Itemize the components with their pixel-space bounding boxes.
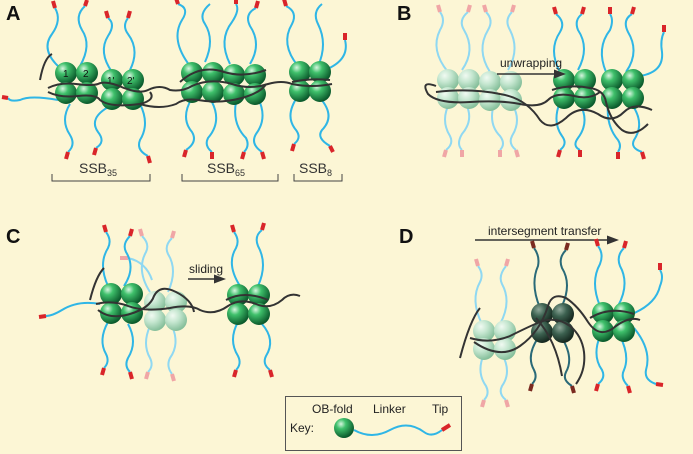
subunit-number-2-prime: 2' (127, 76, 135, 87)
key-box: Key: OB-fold Linker Tip (285, 396, 462, 451)
panel-a-linkers (1, 0, 347, 164)
sliding-label: sliding (189, 262, 223, 276)
panel-b-dna (424, 83, 653, 134)
panel-b-letter: B (397, 3, 411, 25)
subunit-number-2: 2 (83, 69, 89, 80)
subunit-number-1: 1 (63, 69, 69, 80)
panel-d-linkers-pale (474, 258, 510, 408)
mode-label-ssb35: SSB35 (79, 160, 117, 178)
panel-c-linkers (38, 222, 274, 380)
key-label-tip: Tip (432, 402, 449, 416)
panel-d-linkers-dark (528, 240, 576, 394)
panel-b-unwrapping-arrow (497, 69, 566, 79)
key-ob-fold-icon (334, 418, 354, 438)
panel-d-intersegment-arrow (475, 235, 619, 245)
panel-c-letter: C (6, 226, 20, 248)
intersegment-transfer-label: intersegment transfer (488, 224, 601, 238)
panel-c-linkers-pale (120, 228, 177, 382)
panel-c-dna (89, 267, 301, 318)
unwrapping-label: unwrapping (500, 56, 562, 70)
panel-b-linkers-pale (435, 4, 520, 158)
mode-brackets (51, 174, 343, 182)
panel-c-sliding-arrow (188, 274, 226, 284)
panel-b-ob-folds-pale (437, 69, 522, 111)
panel-a-letter: A (6, 3, 20, 25)
mode-label-ssb8: SSB8 (299, 160, 332, 178)
key-title: Key: (290, 421, 314, 435)
mode-label-ssb65: SSB65 (207, 160, 245, 178)
panel-d-letter: D (399, 226, 413, 248)
panel-d-linkers (594, 238, 664, 394)
key-linker-icon (353, 424, 443, 436)
key-label-ob-fold: OB-fold (312, 402, 353, 416)
panel-d-ob-folds (473, 302, 635, 360)
subunit-number-1-prime: 1' (107, 76, 115, 87)
key-tip-icon (440, 423, 452, 432)
panel-d-dna (459, 295, 641, 385)
panel-a-dna (39, 53, 333, 108)
panel-b-linkers (552, 6, 666, 160)
key-label-linker: Linker (373, 402, 406, 416)
panel-b-ob-folds (553, 69, 644, 109)
panel-a-subunit-numbers: 1 2 1' 2' (63, 69, 135, 87)
panel-c-ob-folds-pale (144, 291, 187, 331)
